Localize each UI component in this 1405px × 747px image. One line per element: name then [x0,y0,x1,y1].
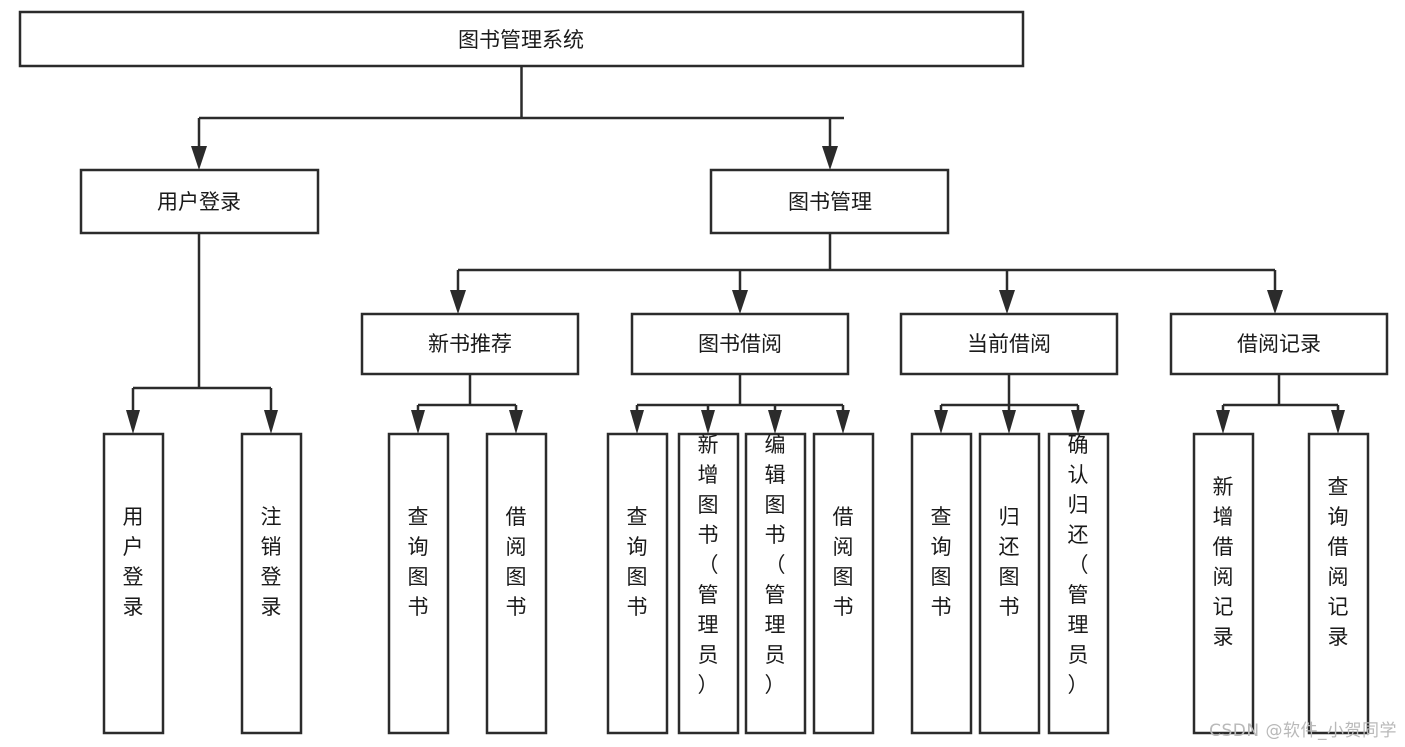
arrow-head-cb-confirm [1071,410,1085,434]
leaf-node-bb-query-book[interactable]: 查询图书 [606,432,669,735]
arrow-head-bb-borrow [836,410,850,434]
node-new-book-recommend[interactable]: 新书推荐 [360,312,580,376]
arrow-head-nb-query [411,410,425,434]
arrow-head-bb-add [701,410,715,434]
leaf-node-cb-query-book-box [910,432,973,735]
leaf-node-bb-edit-book-label: 编辑图书（管理员） [765,433,786,697]
leaf-node-cb-return-book-label: 归还图书 [999,505,1020,619]
csdn-watermark: CSDN @软件_小贺同学 [1209,721,1397,741]
leaf-node-bb-edit-book-box [744,432,807,735]
connector-group-borrow-record-children [1216,374,1345,434]
node-current-borrow-box [899,312,1119,376]
node-root-system-box [18,10,1025,68]
leaf-node-br-query-record[interactable]: 查询借阅记录 [1307,432,1370,735]
node-book-manage-box [709,168,950,235]
arrow-head-br-add [1216,410,1230,434]
node-current-borrow-label: 当前借阅 [967,332,1051,356]
arrow-head-cb-query [934,410,948,434]
leaf-node-nb-query-book-box [387,432,450,735]
leaf-node-cb-confirm-return[interactable]: 确认归还（管理员） [1047,432,1110,735]
leaf-node-bb-query-book-label: 查询图书 [627,505,648,619]
leaf-node-br-query-record-box [1307,432,1370,735]
leaf-node-bb-add-book-label: 新增图书（管理员） [698,433,719,697]
connector-group-root-to-level2 [191,66,844,170]
leaf-node-bb-borrow-book-label: 借阅图书 [833,505,854,619]
leaf-node-logout[interactable]: 注销登录 [240,432,303,735]
leaf-node-nb-borrow-book-box [485,432,548,735]
leaf-node-cb-return-book[interactable]: 归还图书 [978,432,1041,735]
leaf-node-br-query-record-label: 查询借阅记录 [1328,475,1349,649]
arrow-head-br-query [1331,410,1345,434]
arrow-head-book-borrow [732,290,748,314]
leaf-node-logout-box [240,432,303,735]
arrow-head-current-borrow [999,290,1015,314]
connector-group-book-manage-children [450,233,1283,314]
arrow-head-cb-return [1002,410,1016,434]
leaf-node-cb-query-book-label: 查询图书 [931,505,952,619]
leaf-node-cb-query-book[interactable]: 查询图书 [910,432,973,735]
leaf-node-nb-borrow-book-label: 借阅图书 [506,505,527,619]
leaf-node-logout-label: 注销登录 [261,505,282,619]
leaf-node-nb-borrow-book[interactable]: 借阅图书 [485,432,548,735]
leaf-node-bb-borrow-book-box [812,432,875,735]
arrow-head-bb-query [630,410,644,434]
node-root-system[interactable]: 图书管理系统 [18,10,1025,68]
leaf-node-bb-add-book[interactable]: 新增图书（管理员） [677,432,740,735]
leaf-node-cb-confirm-return-label: 确认归还（管理员） [1068,433,1089,697]
arrow-head-bb-edit [768,410,782,434]
arrow-head-new-book [450,290,466,314]
connector-group-book-borrow-children [630,374,850,434]
node-new-book-recommend-label: 新书推荐 [428,332,512,356]
leaf-node-nb-query-book-label: 查询图书 [408,505,429,619]
node-current-borrow[interactable]: 当前借阅 [899,312,1119,376]
leaf-node-bb-borrow-book[interactable]: 借阅图书 [812,432,875,735]
leaf-node-bb-query-book-box [606,432,669,735]
node-book-manage[interactable]: 图书管理 [709,168,950,235]
arrow-head-leaf-logout [264,410,278,434]
leaf-node-br-add-record-label: 新增借阅记录 [1213,475,1234,649]
node-borrow-record[interactable]: 借阅记录 [1169,312,1389,376]
arrow-head-leaf-user-login [126,410,140,434]
connector-group-new-book-children [411,374,523,434]
leaf-node-bb-add-book-box [677,432,740,735]
arrow-head-nb-borrow [509,410,523,434]
node-user-login[interactable]: 用户登录 [79,168,320,235]
leaf-node-cb-return-book-box [978,432,1041,735]
arrow-head-borrow-record [1267,290,1283,314]
node-book-manage-label: 图书管理 [788,190,872,214]
node-book-borrow-box [630,312,850,376]
arrow-head-book-manage [822,146,838,170]
node-user-login-label: 用户登录 [157,190,241,214]
leaf-node-bb-edit-book[interactable]: 编辑图书（管理员） [744,432,807,735]
leaf-node-nb-query-book[interactable]: 查询图书 [387,432,450,735]
node-root-system-label: 图书管理系统 [458,28,584,52]
arrow-head-user-login [191,146,207,170]
leaf-node-cb-confirm-return-box [1047,432,1110,735]
node-book-borrow[interactable]: 图书借阅 [630,312,850,376]
leaf-node-br-add-record-box [1192,432,1255,735]
leaf-node-user-login[interactable]: 用户登录 [102,432,165,735]
leaf-node-user-login-label: 用户登录 [123,505,144,619]
leaf-node-br-add-record[interactable]: 新增借阅记录 [1192,432,1255,735]
node-borrow-record-label: 借阅记录 [1237,332,1321,356]
connector-group-user-login-children [126,233,278,434]
leaf-node-user-login-box [102,432,165,735]
node-book-borrow-label: 图书借阅 [698,332,782,356]
node-new-book-recommend-box [360,312,580,376]
connector-group-current-borrow-children [934,374,1085,434]
node-borrow-record-box [1169,312,1389,376]
